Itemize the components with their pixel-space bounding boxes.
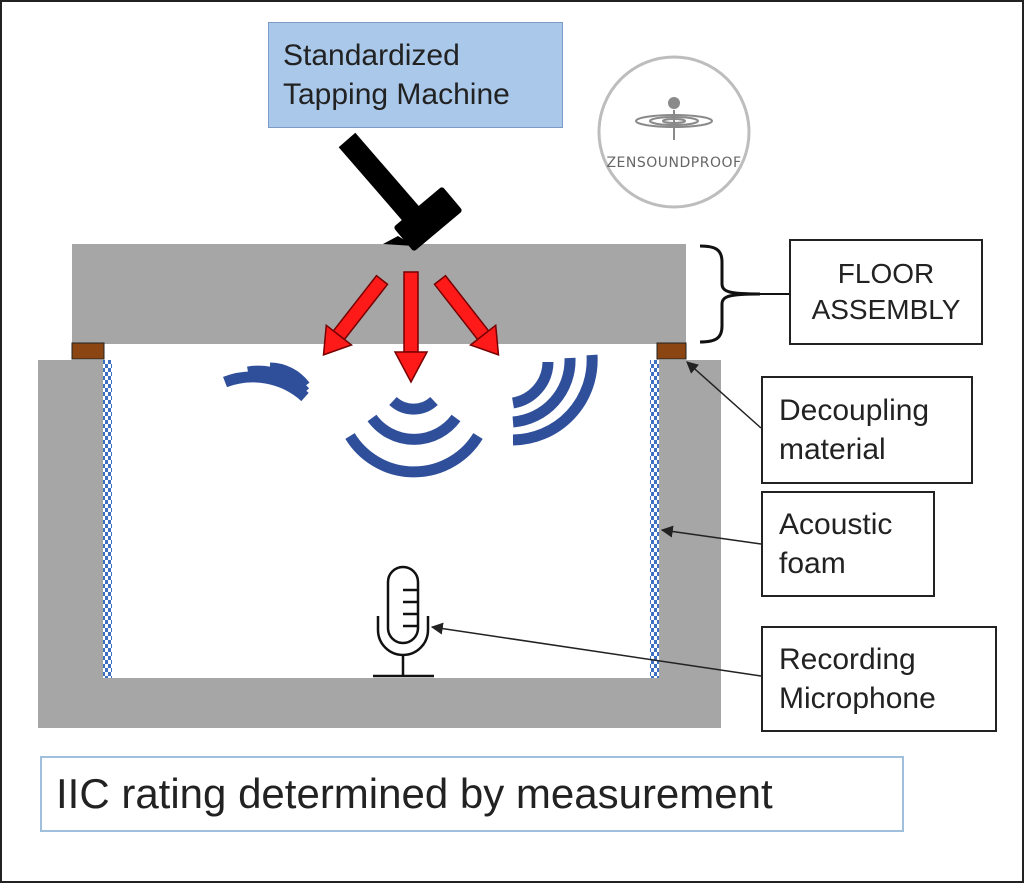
tapping-machine-label: Standardized Tapping Machine [268,22,563,128]
machine-label-line1: Standardized [283,39,460,72]
mic-leader [430,622,762,677]
decoupling-label-line1: Decoupling [779,394,930,427]
room-walls [38,360,721,728]
logo-mark [597,55,751,209]
floor-label-line2: ASSEMBLY [811,294,961,325]
foam-right [650,360,659,678]
acoustic-foam-label: Acoustic foam [761,491,935,597]
logo-text: ZENSOUNDPROOF [606,155,742,171]
floor-brace [699,244,761,344]
tapping-hammer-icon [338,132,462,251]
water-drop-icon [635,97,713,140]
mic-label-line1: Recording [779,643,916,676]
foam-label-line2: foam [779,547,846,580]
sound-waves [223,354,598,478]
decoupling-label-line2: material [779,433,886,466]
arrow-right [433,274,500,356]
decoupling-material-label: Decoupling material [761,376,973,484]
foam-leader [660,525,762,545]
mic-label-line2: Microphone [779,682,936,715]
arrow-left [322,274,389,356]
microphone-icon [373,565,434,678]
impact-arrows [322,271,500,384]
decoupler-right [656,342,687,360]
foam-label-line1: Acoustic [779,508,893,541]
decoupler-left [71,342,105,360]
floor-label-line1: FLOOR [837,257,935,289]
machine-label-line2: Tapping Machine [283,78,510,111]
floor-assembly-label: FLOOR ASSEMBLY [789,239,983,345]
decoupling-leader [686,361,762,429]
caption: IIC rating determined by measurement [40,756,904,832]
recording-microphone-label: Recording Microphone [761,626,997,732]
arrow-center [393,271,429,384]
foam-left [103,360,112,678]
